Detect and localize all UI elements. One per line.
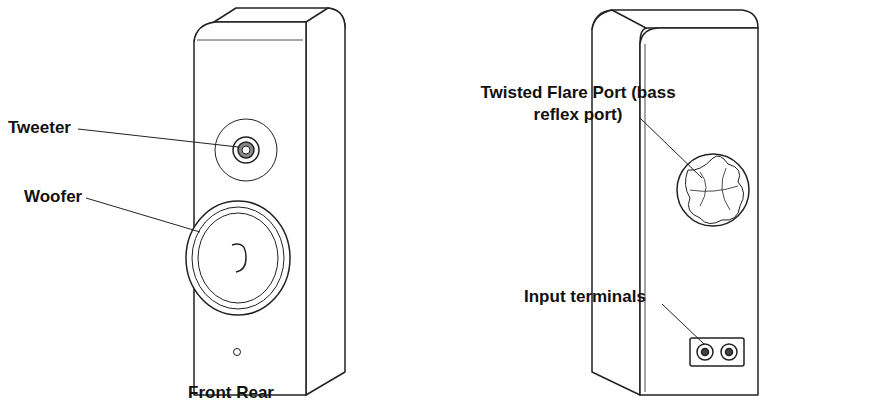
port-flare <box>685 156 743 224</box>
terminal-right-core <box>726 349 733 356</box>
front-side-face <box>306 8 345 395</box>
part-label: Woofer <box>24 186 82 208</box>
rear-side-face <box>592 10 646 395</box>
tweeter-plate <box>215 119 277 181</box>
part-label: Tweeter <box>8 117 71 139</box>
terminal-left <box>697 344 713 360</box>
leader-line <box>78 129 238 147</box>
woofer-cone <box>198 213 278 303</box>
leader-line <box>640 118 702 178</box>
terminal-plate <box>690 338 744 366</box>
tweeter-dome <box>238 142 254 158</box>
terminal-left-core <box>702 349 709 356</box>
part-label: Twisted Flare Port (bass reflex port) <box>478 82 678 126</box>
woofer-frame <box>186 201 290 315</box>
woofer-cap <box>232 244 246 272</box>
view-caption: Front Rear <box>188 382 274 404</box>
front-edge-line <box>197 40 303 41</box>
terminal-right <box>721 344 737 360</box>
tweeter-center <box>242 146 250 154</box>
leader-line <box>662 304 704 344</box>
tweeter-ring <box>233 137 259 163</box>
leader-line <box>86 198 200 232</box>
part-label: Input terminals <box>524 286 646 308</box>
woofer-surround <box>192 207 284 309</box>
port-twists <box>690 168 738 210</box>
front-logo <box>234 349 241 356</box>
